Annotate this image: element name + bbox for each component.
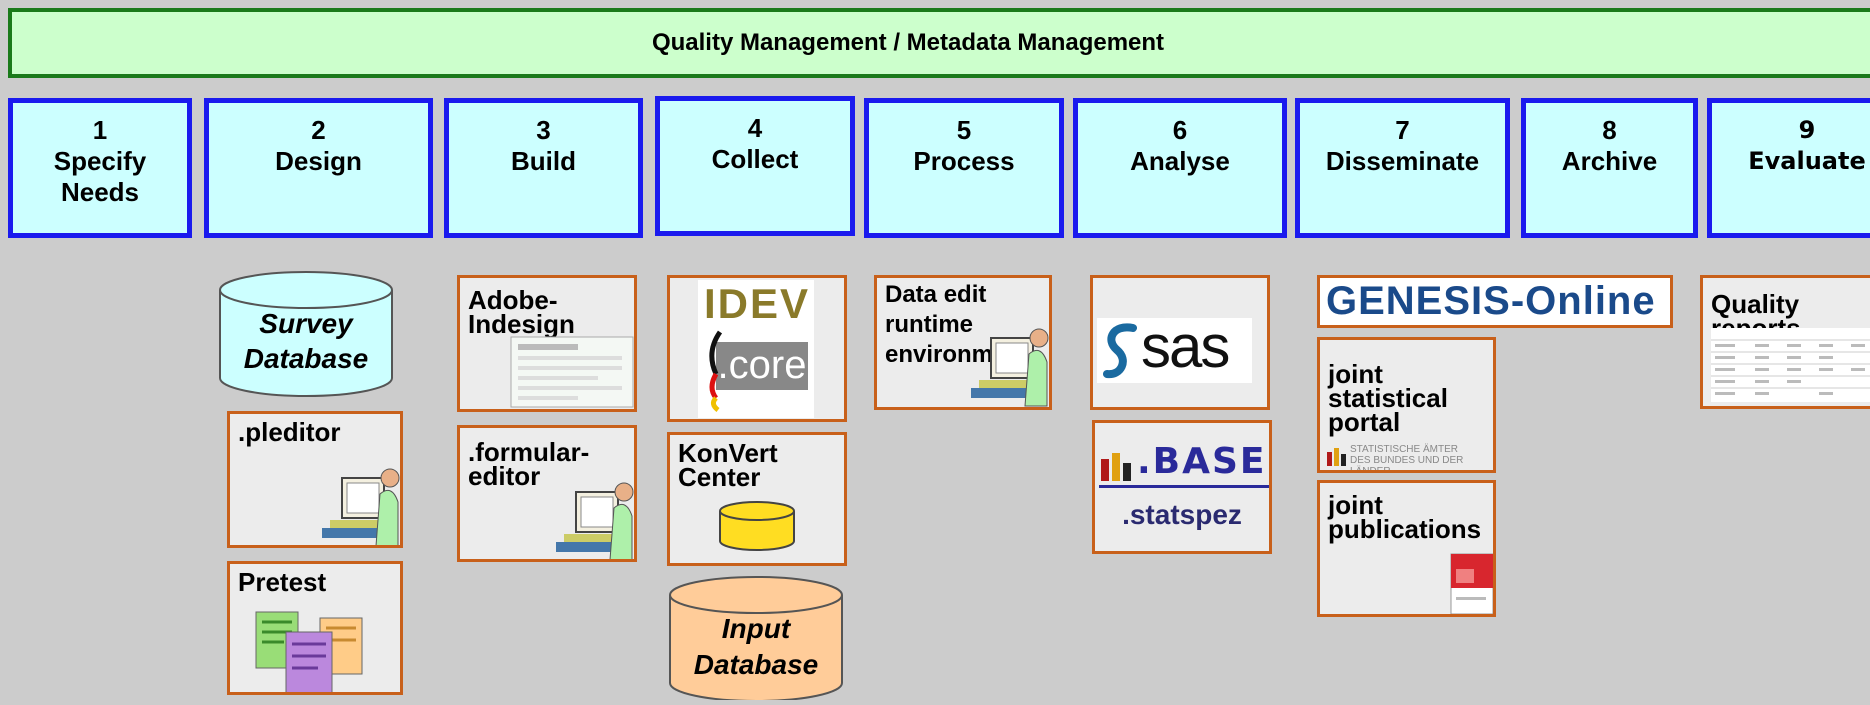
phase-number: 2 [311, 115, 326, 145]
banner-title: Quality Management / Metadata Management [651, 29, 1165, 56]
quality-reports-tool[interactable]: Quality reports [1700, 275, 1870, 409]
phase-label: Evaluate [1748, 147, 1866, 175]
joint-publications-label: joint publications [1328, 490, 1482, 544]
report-table-icon [1711, 328, 1870, 402]
adobe-indesign-label: Adobe-Indesign [468, 285, 575, 339]
phase-number: 6 [1172, 115, 1188, 145]
pretest-label: Pretest [238, 567, 327, 597]
idev-logo: IDEV .core [698, 280, 814, 418]
phase-label: Design [275, 146, 362, 176]
form-document-icon [510, 336, 634, 408]
survey-database-label: Survey [259, 308, 353, 339]
idev-core-tool[interactable]: IDEV .core [667, 275, 847, 422]
bar-chart-icon [1327, 448, 1346, 466]
phase-number: 8 [1602, 115, 1617, 145]
publication-cover-icon [1450, 553, 1493, 614]
base-statspez-tool[interactable]: .BASE .statspez [1092, 420, 1272, 554]
pleditor-tool[interactable]: .pleditor [227, 411, 403, 548]
phase-label: Needs [60, 177, 140, 207]
pleditor-label: .pleditor [238, 417, 341, 447]
adobe-indesign-tool[interactable]: Adobe-Indesign [457, 275, 637, 412]
phase-number: 9 [1798, 116, 1816, 144]
input-database-label: Input [721, 613, 791, 644]
joint-publications-tool[interactable]: joint publications [1317, 480, 1496, 617]
core-label: .core [716, 342, 808, 390]
phase-label: Build [511, 146, 576, 176]
phase-evaluate[interactable]: 9 Evaluate [1707, 98, 1870, 238]
phase-label: Disseminate [1325, 146, 1480, 176]
phase-label: Process [913, 146, 1015, 176]
phase-number: 3 [536, 115, 551, 145]
phase-design[interactable]: 2 Design [204, 98, 433, 238]
phase-analyse[interactable]: 6 Analyse [1073, 98, 1287, 238]
person-at-computer-icon [556, 482, 634, 559]
statistische-aemter-label: STATISTISCHE ÄMTER DES BUNDES UND DER LÄ… [1350, 444, 1464, 473]
phase-label: Specify [53, 146, 147, 176]
divider [1099, 485, 1269, 488]
sas-s-icon [1103, 323, 1137, 379]
joint-portal-label: joint statistical portal [1328, 359, 1448, 437]
genesis-online-tool[interactable]: GENESIS-Online [1317, 275, 1673, 328]
genesis-online-label: GENESIS-Online [1326, 279, 1656, 323]
data-edit-runtime-tool[interactable]: Data edit runtime environment [874, 275, 1052, 410]
joint-statistical-portal-tool[interactable]: joint statistical portal STATISTISCHE ÄM… [1317, 337, 1496, 473]
phase-disseminate[interactable]: 7 Disseminate [1295, 98, 1510, 238]
sas-label: sas [1141, 313, 1230, 380]
input-database-cylinder[interactable]: Input Database [668, 575, 844, 702]
phase-number: 1 [92, 115, 108, 145]
idev-label: IDEV [704, 280, 811, 327]
phase-number: 7 [1395, 115, 1410, 145]
survey-database-label: Database [243, 343, 369, 374]
person-at-computer-icon [971, 328, 1049, 407]
base-label: .BASE [1137, 441, 1267, 482]
forms-icon [255, 611, 363, 692]
phase-collect[interactable]: 4 Collect [655, 96, 855, 236]
pretest-tool[interactable]: Pretest [227, 561, 403, 695]
database-icon [219, 271, 393, 397]
survey-database-cylinder[interactable]: Survey Database [218, 270, 394, 400]
phase-label: Archive [1561, 146, 1658, 176]
database-icon [669, 576, 843, 702]
input-database-label: Database [693, 649, 819, 680]
database-icon [719, 501, 795, 551]
phase-specify-needs[interactable]: 1 Specify Needs [8, 98, 192, 238]
sas-logo: sas [1097, 313, 1252, 383]
phase-number: 5 [956, 115, 972, 145]
phase-number: 4 [747, 113, 763, 143]
quality-management-banner: Quality Management / Metadata Management [8, 8, 1870, 78]
flag-swoosh-icon [709, 330, 723, 412]
phase-archive[interactable]: 8 Archive [1521, 98, 1698, 238]
phase-process[interactable]: 5 Process [864, 98, 1064, 238]
statspez-label: .statspez [1122, 499, 1242, 530]
sas-tool[interactable]: sas [1090, 275, 1270, 410]
phase-build[interactable]: 3 Build [444, 98, 643, 238]
phase-label: Analyse [1130, 146, 1230, 176]
bar-chart-icon [1101, 453, 1131, 481]
formular-editor-tool[interactable]: .formular-editor [457, 425, 637, 562]
formular-editor-label: .formular-editor [468, 437, 590, 491]
person-at-computer-icon [322, 468, 400, 545]
phase-label: Collect [711, 144, 799, 174]
